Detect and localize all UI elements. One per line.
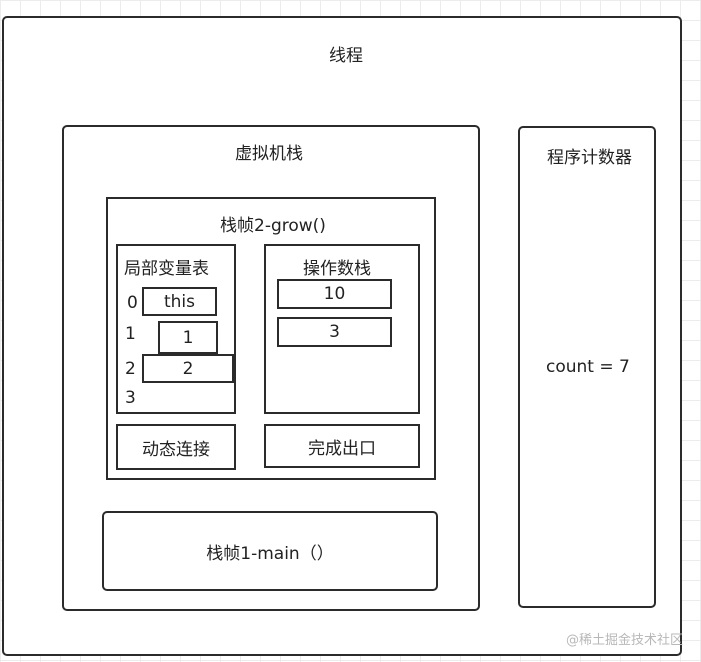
- slot-index: 1: [125, 324, 136, 344]
- slot-index: 3: [125, 388, 136, 408]
- pc-register-value: count = 7: [546, 357, 630, 377]
- operand-item: 3: [277, 317, 392, 347]
- pc-register-label: 程序计数器: [547, 148, 632, 168]
- operand-stack-label: 操作数栈: [303, 259, 371, 279]
- dynamic-linking-box: 动态连接: [116, 424, 236, 470]
- slot-index: 2: [125, 359, 136, 379]
- thread-label: 线程: [329, 46, 363, 66]
- slot-index: 0: [127, 293, 138, 313]
- slot-value: this: [142, 287, 217, 316]
- pc-register-box: [518, 126, 656, 608]
- return-address-box: 完成出口: [264, 424, 420, 468]
- vm-stack-label: 虚拟机栈: [235, 144, 303, 164]
- operand-item: 10: [277, 279, 392, 309]
- local-vars-label: 局部变量表: [124, 259, 209, 279]
- frame2-label: 栈帧2-grow(): [220, 216, 326, 236]
- watermark: @稀土掘金技术社区: [565, 633, 683, 648]
- frame1-box: 栈帧1-main（）: [102, 511, 438, 591]
- slot-value: 1: [158, 321, 218, 354]
- slot-value: 2: [142, 354, 234, 383]
